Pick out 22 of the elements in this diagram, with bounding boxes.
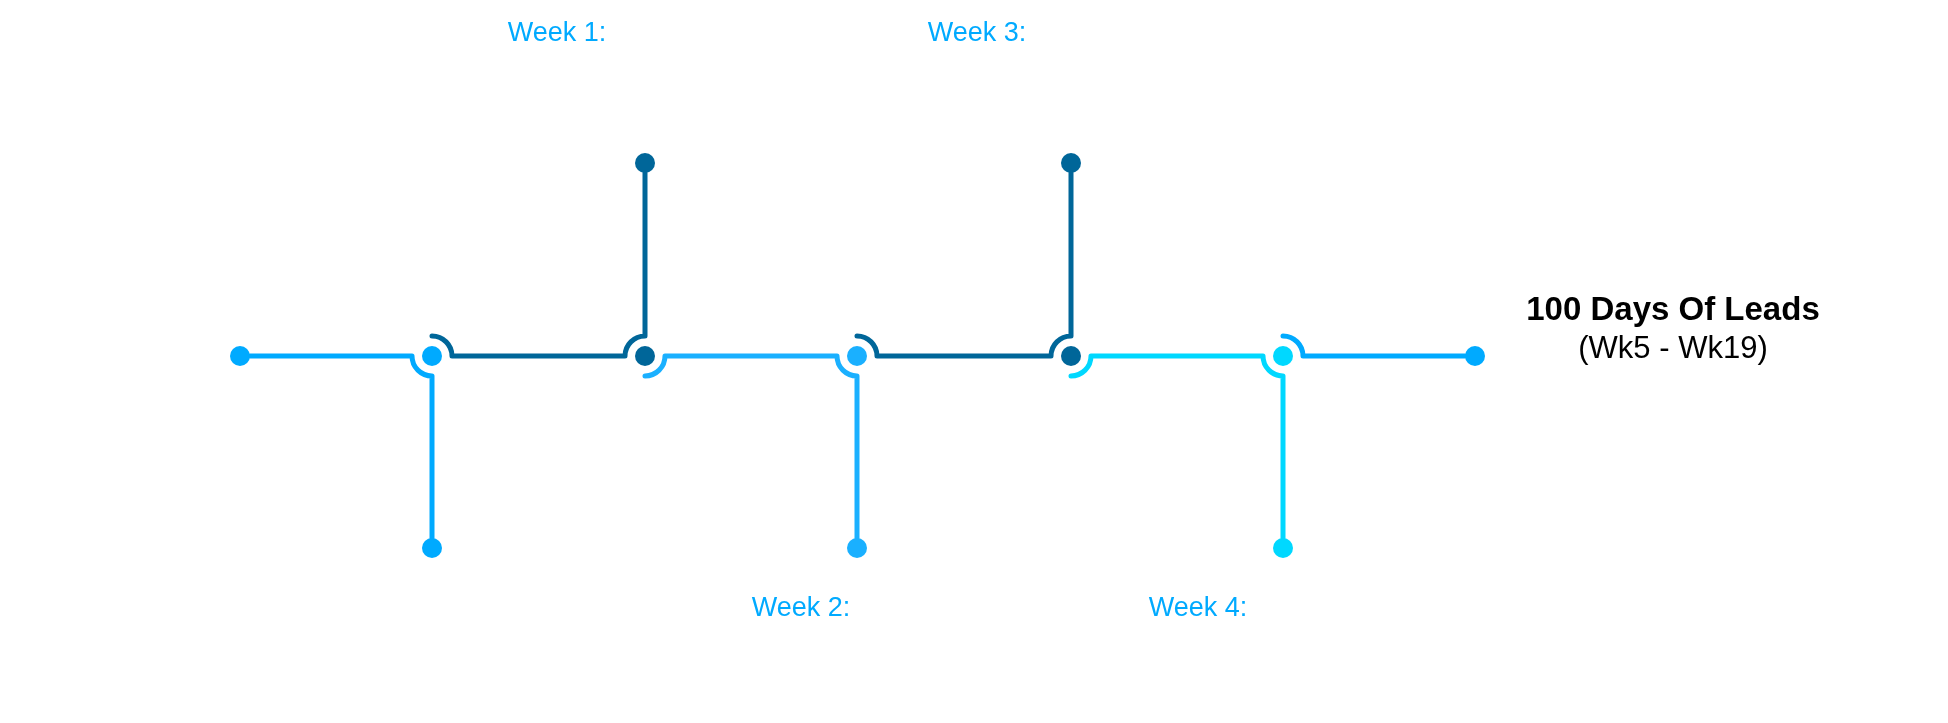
week-label: Week 2: [751, 591, 851, 623]
week-label: Week 1: [507, 16, 607, 48]
timeline-dot [635, 153, 655, 173]
timeline-line [854, 170, 1074, 359]
week-label: Week 4: [1148, 591, 1248, 623]
timeline-dot [1061, 153, 1081, 173]
timeline-dot [1273, 346, 1293, 366]
timeline-dot [422, 346, 442, 366]
timeline-line [1068, 353, 1286, 541]
timeline-dot [422, 538, 442, 558]
title-text: 100 Days Of Leads [1526, 290, 1820, 328]
timeline-dot [1465, 346, 1485, 366]
timeline-dot [1273, 538, 1293, 558]
timeline-dot [847, 538, 867, 558]
timeline-dot [635, 346, 655, 366]
timeline-line [642, 353, 860, 541]
timeline-dot [847, 346, 867, 366]
timeline-dot [1061, 346, 1081, 366]
subtitle-text: (Wk5 - Wk19) [1577, 330, 1769, 366]
week-label: Week 3: [927, 16, 1027, 48]
timeline-line [429, 170, 648, 359]
timeline-dot [230, 346, 250, 366]
